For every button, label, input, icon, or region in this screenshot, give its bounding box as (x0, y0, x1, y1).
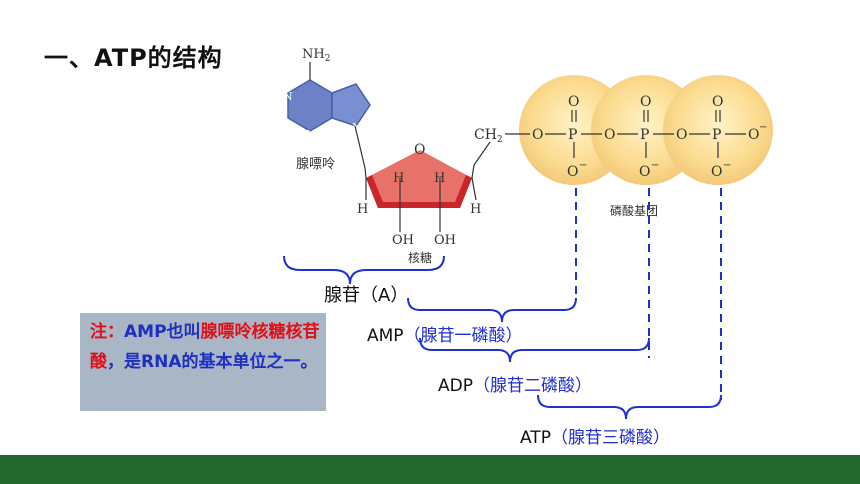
phosphate-group-label: 磷酸基团 (610, 203, 658, 218)
adp-bracket (419, 337, 650, 363)
phosphate-chain: CH2 O P O P O P O − O O O O − O − O − (474, 94, 767, 180)
charge-label: − (759, 122, 767, 133)
ionized-oxygen-label: O (711, 164, 722, 180)
ch2-label: CH2 (474, 127, 503, 145)
atp-label: ATP（腺苷三磷酸） (520, 428, 670, 448)
ionized-oxygen-label: O (567, 164, 578, 180)
amp-label: AMP（腺苷一磷酸） (367, 326, 523, 346)
phosphorus-label: P (712, 127, 721, 143)
note-part3: ，是RNA的基本单位之一。 (107, 352, 318, 372)
h-atom-label: H (357, 202, 368, 217)
ionized-oxygen-label: O (639, 164, 650, 180)
bridge-oxygen-label: O (604, 127, 615, 143)
footer-bar (0, 455, 860, 484)
adenosine-label: 腺苷（A） (324, 285, 408, 306)
charge-label: − (579, 160, 587, 171)
phosphorus-label: P (568, 127, 577, 143)
n-atom-label: N (357, 73, 367, 86)
oh-label: OH (434, 233, 456, 248)
h-atom-label: H (470, 202, 481, 217)
dashed-guides (575, 188, 722, 400)
double-bond-oxygen-label: O (568, 94, 579, 110)
double-bond-oxygen-label: O (712, 94, 723, 110)
n-atom-label: N (306, 128, 316, 141)
note-text: 注：AMP也叫腺嘌呤核糖核苷酸，是RNA的基本单位之一。 (90, 317, 320, 377)
ribose-label: 核糖 (408, 250, 432, 265)
phosphate-group-spheres (519, 75, 773, 185)
bridge-oxygen-label: O (676, 127, 687, 143)
h-atom-label: H (393, 171, 404, 186)
adenosine-bracket (283, 255, 445, 285)
phosphate-sphere-3 (663, 75, 773, 185)
terminal-oxygen-label: O (748, 127, 759, 143)
note-prefix: 注： (90, 322, 124, 342)
note-part2: 腺嘌呤核糖核苷酸 (90, 322, 320, 372)
note-part1: AMP也叫 (124, 322, 201, 342)
page-title: 一、ATP的结构 (44, 44, 223, 72)
nh2-label: NH2 (302, 47, 330, 64)
n-atom-label: N (352, 121, 362, 134)
amp-bracket (407, 297, 577, 323)
charge-label: − (723, 160, 731, 171)
adenine-ring (287, 62, 371, 169)
adp-label: ADP（腺苷二磷酸） (438, 376, 592, 396)
ribose-oxygen-label: O (414, 142, 425, 158)
h-atom-label: H (434, 171, 445, 186)
atp-bracket (537, 394, 722, 420)
oh-label: OH (392, 233, 414, 248)
bridge-oxygen-label: O (532, 127, 543, 143)
adenine-label: 腺嘌呤 (296, 156, 335, 172)
n-atom-label: N (283, 90, 293, 103)
double-bond-oxygen-label: O (640, 94, 651, 110)
charge-label: − (651, 160, 659, 171)
ribose-ring (364, 141, 491, 232)
note-box: 注：AMP也叫腺嘌呤核糖核苷酸，是RNA的基本单位之一。 (80, 313, 326, 411)
phosphorus-label: P (640, 127, 649, 143)
